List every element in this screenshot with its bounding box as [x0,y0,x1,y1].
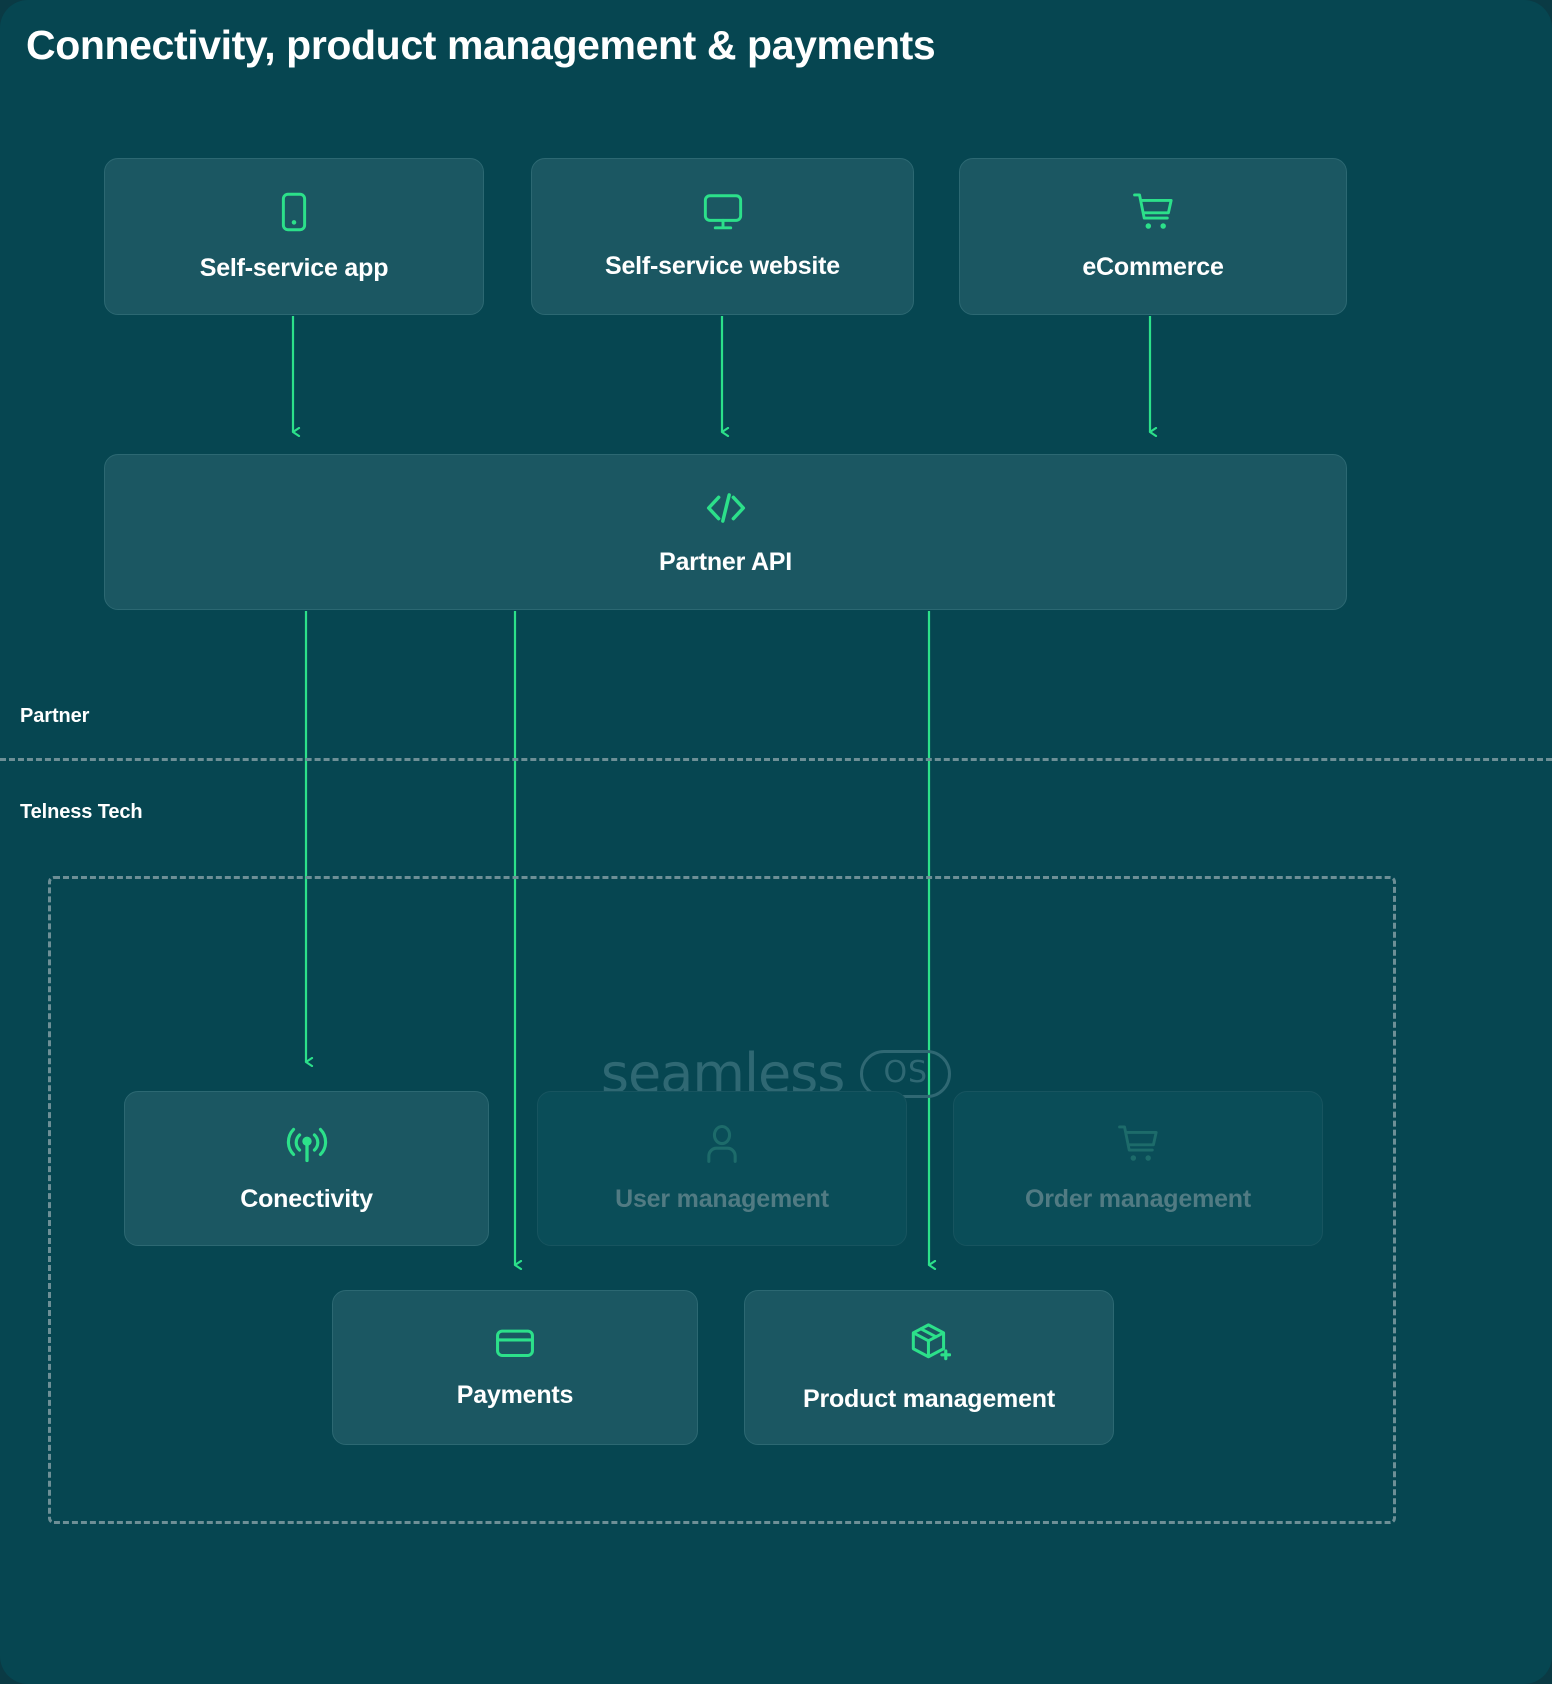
partner-api-card[interactable]: Partner API [104,454,1347,610]
partner-telness-divider [0,758,1552,761]
module-label: Conectivity [240,1185,373,1213]
channel-card-ecommerce[interactable]: eCommerce [959,158,1347,315]
section-label-partner: Partner [20,705,90,727]
credit-card-icon [494,1325,536,1361]
module-card-payments[interactable]: Payments [332,1290,698,1445]
section-label-telness-tech: Telness Tech [20,801,143,823]
shopping-cart-icon [1116,1123,1160,1165]
package-plus-icon [907,1321,951,1365]
desktop-monitor-icon [702,192,744,232]
channel-label: eCommerce [1082,253,1224,281]
broadcast-antenna-icon [285,1123,329,1165]
page-title: Connectivity, product management & payme… [26,22,936,68]
shopping-cart-icon [1131,191,1175,233]
channel-label: Self-service website [604,252,840,280]
module-label: Product management [802,1385,1055,1413]
channel-label: Self-service app [199,254,389,282]
module-card-product-management[interactable]: Product management [744,1290,1114,1445]
module-label: Payments [456,1381,574,1409]
channel-card-self-service-app[interactable]: Self-service app [104,158,484,315]
partner-api-label: Partner API [658,547,793,576]
module-label: User management [615,1185,829,1213]
channel-card-self-service-website[interactable]: Self-service website [531,158,914,315]
module-card-order-management[interactable]: Order management [953,1091,1323,1246]
seamless-os-region [48,876,1396,1524]
module-card-connectivity[interactable]: Conectivity [124,1091,489,1246]
module-card-user-management[interactable]: User management [537,1091,907,1246]
mobile-phone-icon [277,190,311,234]
person-icon [702,1123,742,1165]
module-label: Order management [1024,1185,1252,1213]
code-brackets-icon [703,488,749,528]
